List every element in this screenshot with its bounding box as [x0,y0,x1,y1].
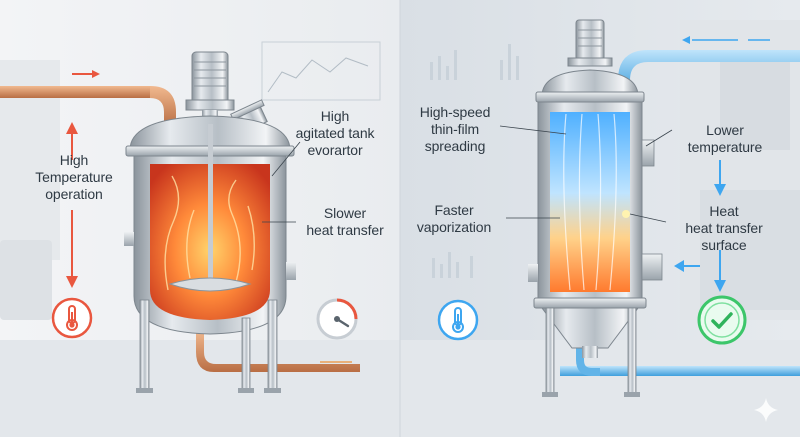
thermometer-icon [437,299,479,341]
thermometer-icon [51,297,93,339]
gauge-icon [316,298,358,340]
label-lower-temperature: Lower temperature [687,122,763,155]
checkmark-icon [697,295,747,345]
label-heat-transfer-surface: Heat heat transfer surface [685,203,763,253]
label-slower-heat: Slower heat transfer [306,205,384,238]
sparkle-icon [754,398,778,422]
label-faster-vaporization: Faster vaporization [416,202,492,235]
label-high-speed-spreading: High-speed thin-film spreading [419,104,491,154]
label-agitated-tank: High agitated tank evorartor [295,108,375,158]
label-high-temperature: High Temperature operation [35,152,113,202]
